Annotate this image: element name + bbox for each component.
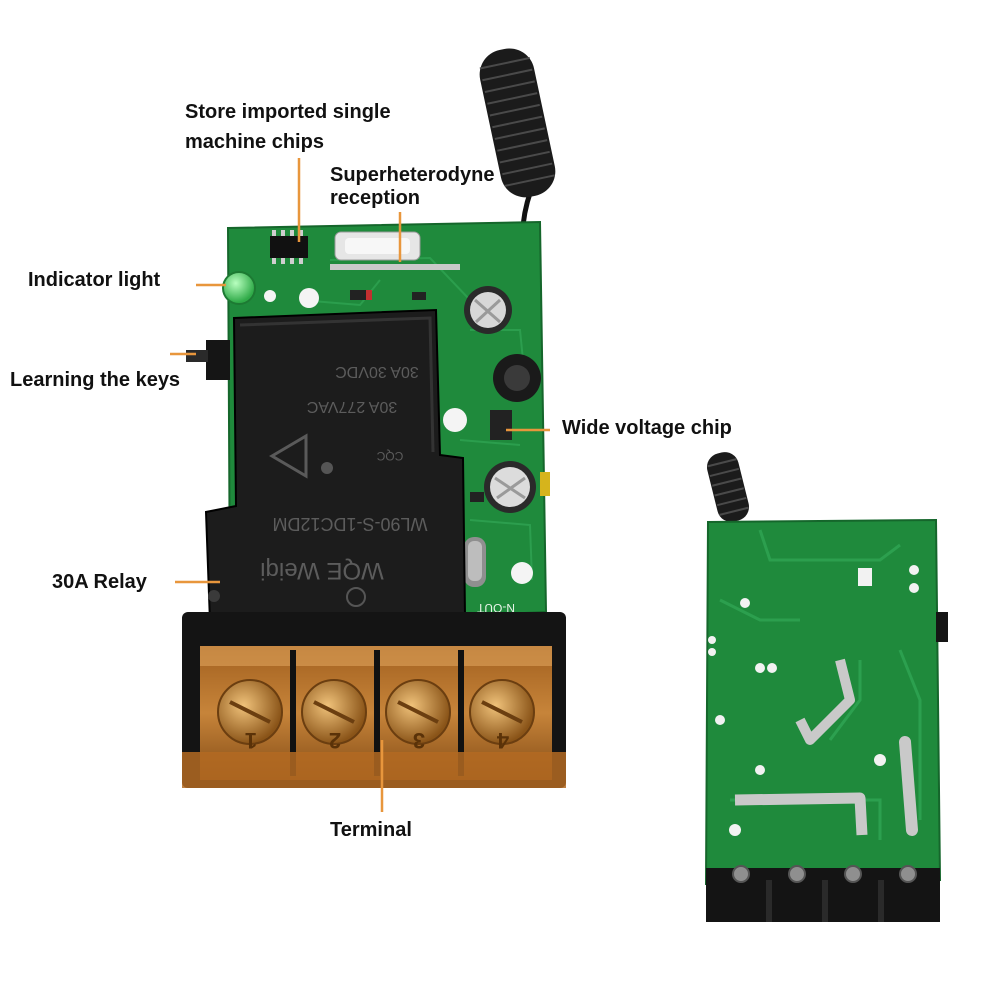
inductor	[493, 354, 541, 402]
label-relay: 30A Relay	[52, 571, 147, 593]
terminal-screw: 4	[469, 679, 535, 753]
antenna	[479, 48, 556, 266]
terminal-number: 1	[245, 728, 257, 753]
relay-brand: WQE Weiqi	[260, 557, 384, 584]
capacitor	[464, 537, 486, 587]
terminal-number: 2	[329, 728, 341, 753]
main-module: 30A 30VDC 30A 277VAC CQC WL90-S-1DC12DM …	[182, 48, 566, 788]
capacitor	[464, 286, 512, 334]
relay-rating-dc: 30A 30VDC	[335, 363, 419, 380]
learning-button	[186, 340, 230, 380]
antenna	[706, 452, 750, 522]
terminal-screw: 1	[217, 679, 283, 753]
capacitor	[484, 461, 550, 513]
leader-lines	[170, 158, 550, 812]
back-view-module	[704, 452, 948, 922]
label-wide-voltage-chip: Wide voltage chip	[562, 417, 732, 439]
label-terminal: Terminal	[330, 819, 412, 841]
label-superhet-line2: reception	[330, 187, 421, 209]
board-out-label: N-OUT	[476, 601, 515, 615]
relay-cert-mark: CQC	[376, 449, 403, 463]
terminal-screw: 3	[385, 679, 451, 753]
terminal-screw: 2	[301, 679, 367, 753]
label-store-chips-line1: Store imported single	[185, 101, 391, 123]
label-indicator-light: Indicator light	[28, 269, 161, 291]
pcb-board-back	[704, 518, 942, 886]
label-store-chips-line2: machine chips	[185, 131, 324, 153]
relay: 30A 30VDC 30A 277VAC CQC WL90-S-1DC12DM …	[204, 308, 467, 624]
label-learning-keys: Learning the keys	[10, 369, 181, 391]
terminal-number: 3	[413, 728, 425, 753]
relay-model: WL90-S-1DC12DM	[272, 514, 427, 534]
relay-rating-ac: 30A 277VAC	[307, 398, 397, 415]
terminal-number: 4	[496, 728, 509, 753]
indicator-led	[222, 271, 256, 305]
label-superhet-line1: Superheterodyne	[330, 164, 495, 186]
terminal-block: 1 2 3 4	[182, 612, 566, 788]
